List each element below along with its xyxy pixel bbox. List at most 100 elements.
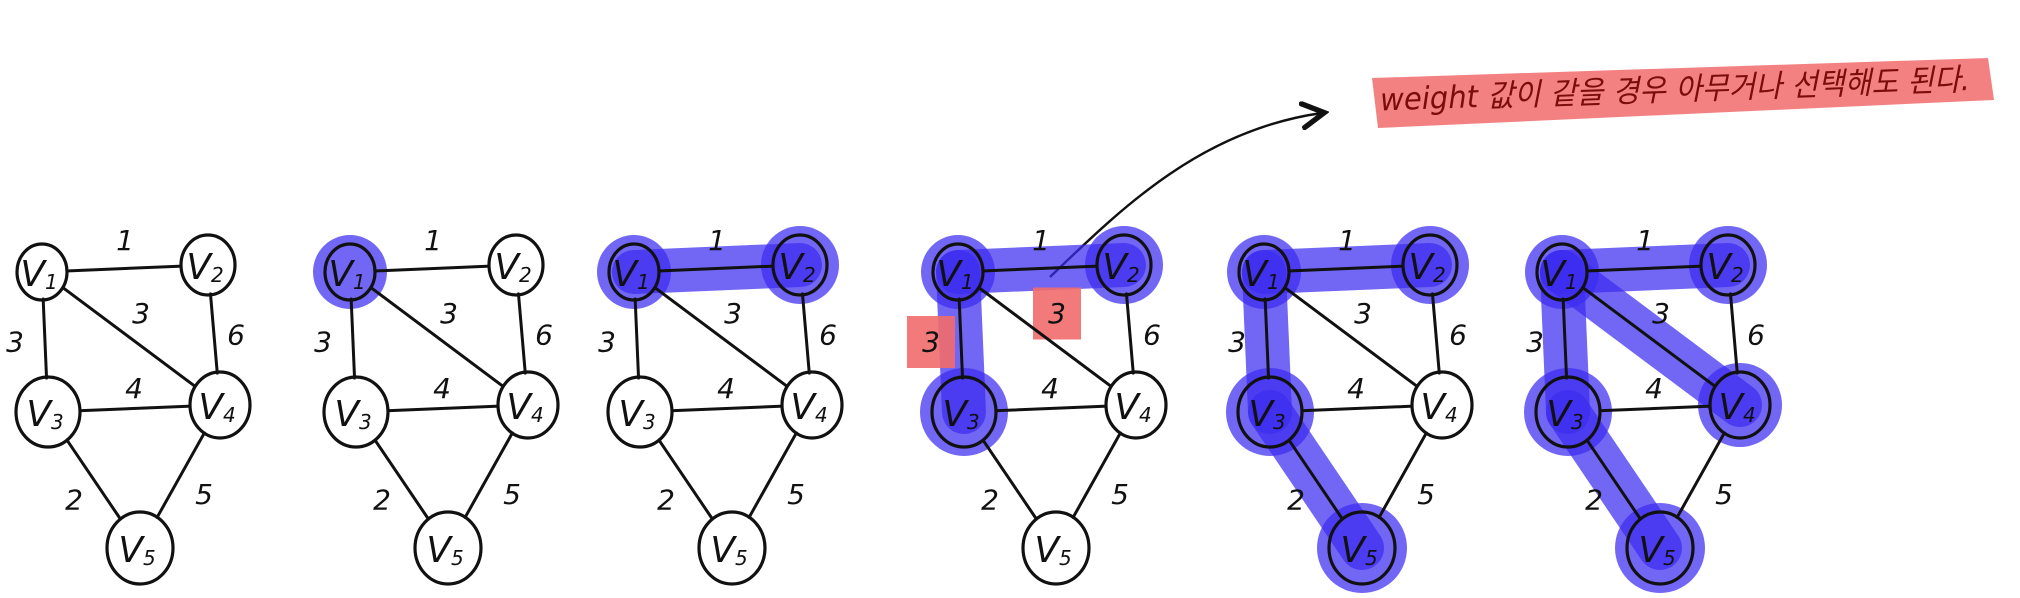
edge-weight-e13: 3: [314, 326, 332, 359]
edge-weight-e13: 3: [598, 326, 616, 359]
edge-e14: [370, 286, 504, 388]
node-label-v4: V4: [1420, 387, 1457, 428]
edge-weight-e13: 3: [1526, 326, 1544, 359]
edge-weight-e14: 3: [1652, 297, 1670, 330]
node-label-v2: V2: [494, 247, 531, 288]
node-v1: [1535, 242, 1589, 302]
node-label-v1: V1: [328, 254, 365, 295]
edge-e14: [1284, 286, 1418, 388]
edge-e35: [1585, 438, 1642, 521]
node-v4: [1104, 370, 1168, 440]
edge-weight-e24: 6: [535, 319, 553, 352]
node-label-v3: V3: [26, 394, 63, 435]
edge-e14: [62, 286, 196, 388]
edge-weight-e35: 2: [1287, 484, 1305, 517]
edge-weight-e12: 1: [116, 224, 134, 257]
edge-e45: [463, 431, 514, 519]
node-v5: [105, 510, 175, 586]
node-v2: [487, 233, 545, 297]
node-v5: [1327, 510, 1397, 586]
edge-e45: [1377, 431, 1428, 519]
edge-e35: [657, 438, 714, 521]
node-v1: [15, 242, 69, 302]
edge-e14: [1582, 286, 1716, 388]
node-label-v5: V5: [710, 530, 747, 571]
node-label-v2: V2: [1706, 247, 1743, 288]
node-v1: [1237, 242, 1291, 302]
edge-weight-e35: 2: [65, 484, 83, 517]
edge-e34: [672, 404, 782, 413]
edge-e45: [747, 431, 798, 519]
edge-weight-e24: 6: [227, 319, 245, 352]
node-label-v3: V3: [334, 394, 371, 435]
node-v3: [606, 375, 674, 449]
highlighted-node-v5: [1615, 503, 1705, 593]
edge-e24: [208, 292, 219, 375]
node-label-v2: V2: [1102, 247, 1139, 288]
edge-e12: [67, 264, 181, 273]
node-v2: [1401, 233, 1459, 297]
node-label-v4: V4: [198, 387, 235, 428]
edge-weight-e45: 5: [1715, 478, 1733, 511]
node-label-v4: V4: [506, 387, 543, 428]
edge-e12: [375, 264, 489, 273]
node-v5: [413, 510, 483, 586]
edge-weight-e34: 4: [717, 372, 735, 405]
node-label-v2: V2: [1408, 247, 1445, 288]
edge-weight-e14: 3: [440, 297, 458, 330]
edge-weight-e24: 6: [1449, 319, 1467, 352]
edge-weight-e35: 2: [1585, 484, 1603, 517]
edge-weight-e34: 4: [1347, 372, 1365, 405]
edge-weight-e45: 5: [1417, 478, 1435, 511]
node-label-v3: V3: [618, 394, 655, 435]
edge-weight-e24: 6: [1143, 319, 1161, 352]
node-v3: [14, 375, 82, 449]
node-label-v4: V4: [1718, 387, 1755, 428]
edge-weight-e45: 5: [787, 478, 805, 511]
edge-weight-e13: 3: [1228, 326, 1246, 359]
edge-e45: [155, 431, 206, 519]
node-label-v1: V1: [1242, 254, 1279, 295]
edge-e34: [1302, 404, 1412, 413]
edge-weight-e14: 3: [724, 297, 742, 330]
edge-weight-e35: 2: [373, 484, 391, 517]
node-v4: [1410, 370, 1474, 440]
edge-e45: [1071, 431, 1122, 519]
node-v4: [496, 370, 560, 440]
edge-weight-e14: 3: [132, 297, 150, 330]
edge-weight-e34: 4: [1041, 372, 1059, 405]
node-v5: [1021, 510, 1091, 586]
note-highlight-band: [1372, 58, 1994, 128]
edge-weight-e45: 5: [195, 478, 213, 511]
edge-weight-e12: 1: [708, 224, 726, 257]
edge-e24: [800, 292, 811, 375]
candidate-mark-e14: [1033, 287, 1081, 340]
edge-e13: [41, 297, 49, 380]
node-v2: [1699, 233, 1757, 297]
node-label-v1: V1: [1540, 254, 1577, 295]
edge-e34: [388, 404, 498, 413]
edge-e24: [516, 292, 527, 375]
node-label-v5: V5: [426, 530, 463, 571]
edge-weight-e35: 2: [981, 484, 999, 517]
edge-weight-e45: 5: [503, 478, 521, 511]
annotation-layer: weight 값이 같을 경우 아무거나 선택해도 된다.: [1049, 58, 1994, 278]
node-v2: [771, 233, 829, 297]
node-label-v5: V5: [1034, 530, 1071, 571]
node-v1: [607, 242, 661, 302]
node-v2: [1095, 233, 1153, 297]
edge-e35: [981, 438, 1038, 521]
node-v3: [322, 375, 390, 449]
node-label-v4: V4: [1114, 387, 1151, 428]
edge-e13: [1561, 297, 1569, 380]
node-v3: [1534, 375, 1602, 449]
edge-e24: [1728, 292, 1739, 375]
highlighted-node-v3: [1226, 368, 1314, 456]
node-v3: [930, 375, 998, 449]
edge-weight-e12: 1: [1636, 224, 1654, 257]
